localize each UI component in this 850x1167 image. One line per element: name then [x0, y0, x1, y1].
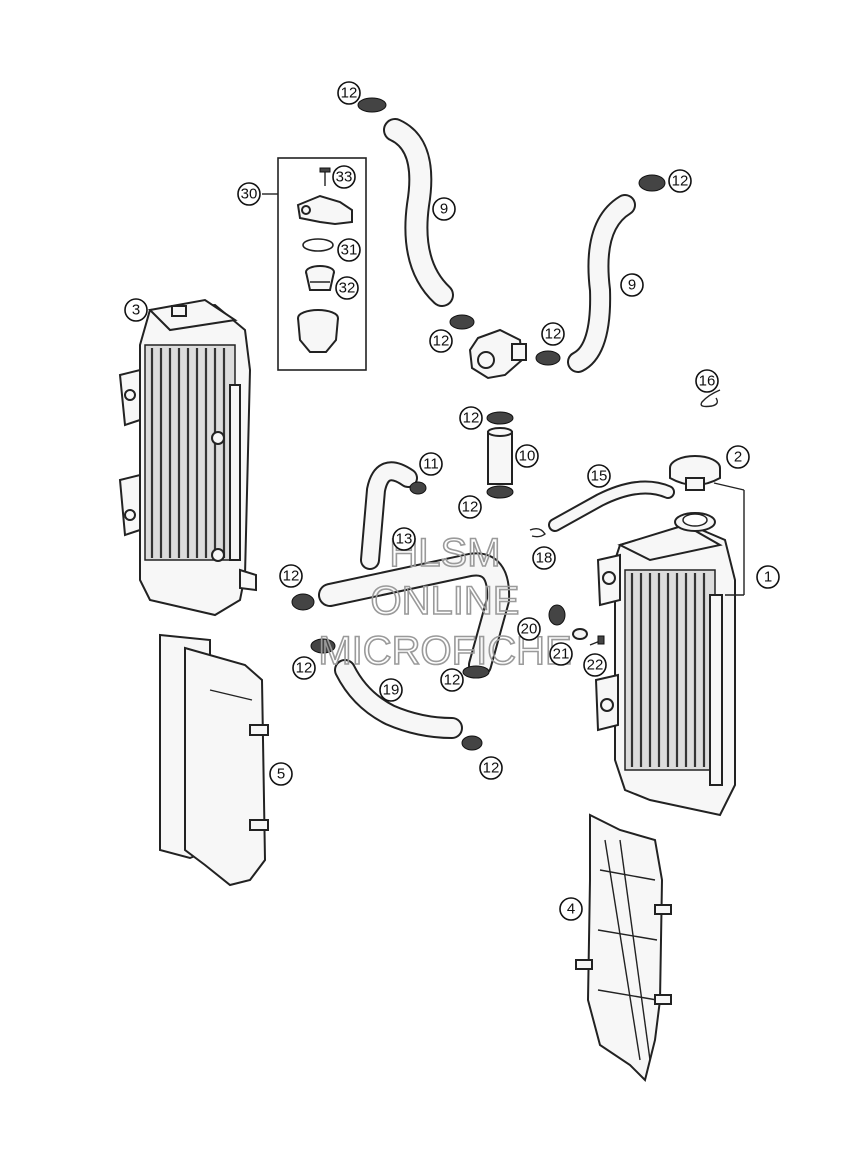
- washer-21: [572, 628, 588, 640]
- right-radiator-shroud: [575, 813, 672, 1082]
- hose-9-upper: [383, 118, 454, 307]
- callout-label: 12: [463, 410, 480, 427]
- callout-label: 9: [628, 277, 636, 294]
- o-ring-part: [302, 238, 334, 252]
- hose-9-right: [567, 194, 636, 373]
- callout-12: 12: [279, 564, 303, 588]
- callout-label: 3: [132, 302, 140, 319]
- right-radiator-core: [624, 569, 716, 771]
- callout-label: 12: [483, 760, 500, 777]
- callout-12: 12: [337, 81, 361, 105]
- callout-32: 32: [335, 276, 359, 300]
- callout-label: 32: [339, 280, 356, 297]
- callout-label: 33: [336, 169, 353, 186]
- callout-label: 30: [241, 186, 258, 203]
- callout-12: 12: [541, 322, 565, 346]
- hose-11: [360, 461, 418, 570]
- callout-label: 12: [462, 499, 479, 516]
- callout-4: 4: [559, 897, 583, 921]
- callout-1: 1: [756, 565, 780, 589]
- callout-5: 5: [269, 762, 293, 786]
- callout-2: 2: [726, 445, 750, 469]
- callout-12: 12: [292, 656, 316, 680]
- callout-21: 21: [549, 642, 573, 666]
- callout-label: 12: [341, 85, 358, 102]
- callout-label: 12: [672, 173, 689, 190]
- left-radiator: [118, 298, 257, 617]
- callout-label: 1: [764, 569, 772, 586]
- callout-13: 13: [392, 527, 416, 551]
- left-radiator-shroud: [159, 633, 269, 887]
- plug-20: [548, 604, 566, 626]
- callout-16: 16: [695, 369, 719, 393]
- callout-33: 33: [332, 165, 356, 189]
- thermostat-housing-part: [296, 194, 353, 226]
- callout-9: 9: [620, 273, 644, 297]
- thermostat-body-part: [297, 309, 339, 353]
- callout-label: 2: [734, 449, 742, 466]
- callout-12: 12: [440, 668, 464, 692]
- right-radiator: [594, 512, 736, 817]
- hose-19: [334, 659, 463, 739]
- callout-9: 9: [432, 197, 456, 221]
- callout-label: 12: [296, 660, 313, 677]
- screw-part: [319, 167, 331, 186]
- hose-10: [487, 427, 513, 485]
- callout-19: 19: [379, 678, 403, 702]
- hose-clamps: [291, 97, 666, 751]
- callout-31: 31: [337, 238, 361, 262]
- callout-15: 15: [587, 464, 611, 488]
- callout-label: 13: [396, 531, 413, 548]
- radiator-cap: [669, 455, 745, 596]
- thermostat-part: [305, 265, 335, 291]
- callout-label: 12: [283, 568, 300, 585]
- callout-12: 12: [429, 329, 453, 353]
- hose-15: [548, 480, 675, 532]
- thermostat-kit: [262, 157, 367, 371]
- callout-11: 11: [419, 452, 443, 476]
- callout-18: 18: [532, 546, 556, 570]
- callout-label: 11: [423, 456, 439, 473]
- pump-housing: [468, 328, 527, 380]
- callout-label: 15: [591, 468, 608, 485]
- watermark: HLSM ONLINE MICROFICHE: [318, 530, 573, 674]
- watermark-line-2: ONLINE: [371, 579, 520, 623]
- callout-label: 10: [519, 448, 536, 465]
- callout-12: 12: [668, 169, 692, 193]
- left-radiator-core: [144, 344, 236, 561]
- callout-22: 22: [583, 653, 607, 677]
- callout-30: 30: [237, 182, 261, 206]
- callout-label: 22: [587, 657, 604, 674]
- callout-label: 12: [433, 333, 450, 350]
- small-clip-18: [529, 527, 546, 538]
- callout-label: 21: [553, 646, 570, 663]
- callout-label: 16: [699, 373, 716, 390]
- callout-3: 3: [124, 298, 148, 322]
- callout-10: 10: [515, 444, 539, 468]
- callout-12: 12: [459, 406, 483, 430]
- callout-12: 12: [458, 495, 482, 519]
- callout-label: 31: [341, 242, 358, 259]
- callout-label: 19: [383, 682, 400, 699]
- filler-neck: [674, 512, 716, 532]
- callout-20: 20: [517, 617, 541, 641]
- wire-clip-16: [700, 389, 721, 408]
- callout-label: 20: [521, 621, 538, 638]
- callout-label: 18: [536, 550, 553, 567]
- screw-22: [589, 635, 605, 646]
- callout-label: 5: [277, 766, 285, 783]
- callout-label: 9: [440, 201, 448, 218]
- hose-13: [318, 552, 511, 677]
- callout-label: 12: [545, 326, 562, 343]
- callout-12: 12: [479, 756, 503, 780]
- callout-label: 12: [444, 672, 461, 689]
- callout-label: 4: [567, 901, 575, 918]
